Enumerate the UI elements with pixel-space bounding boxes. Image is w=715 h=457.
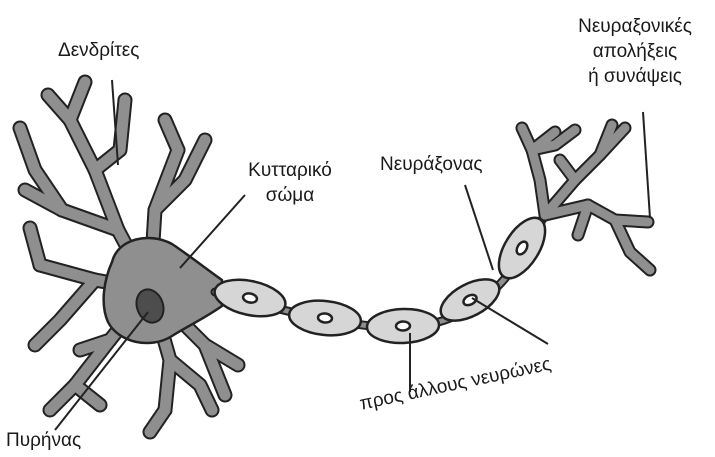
leader-line-axon [465,185,493,270]
myelin-sheaths [211,210,554,344]
myelin-segment [211,274,288,322]
myelin-segment [287,297,362,338]
label-nucleus: Πυρήνας [6,428,81,453]
cell-body-with-dendrites [20,82,238,432]
leader-line-other-neurons-2 [472,298,548,344]
label-terminals-line3: ή συνάψεις [560,64,710,89]
label-terminals-line1: Νευραξονικές [560,14,710,39]
label-cell-body: Κυτταρικό σώμα [232,158,348,208]
leader-line-terminals [643,112,650,218]
label-terminals-line2: απολήξεις [560,39,710,64]
label-cell-body-line2: σώμα [232,183,348,208]
soma [104,238,222,343]
label-axon: Νευράξονας [380,152,483,177]
myelin-segment [366,308,439,344]
label-dendrites: Δενδρίτες [58,38,139,63]
label-cell-body-line1: Κυτταρικό [232,158,348,183]
label-terminals: Νευραξονικές απολήξεις ή συνάψεις [560,14,710,89]
